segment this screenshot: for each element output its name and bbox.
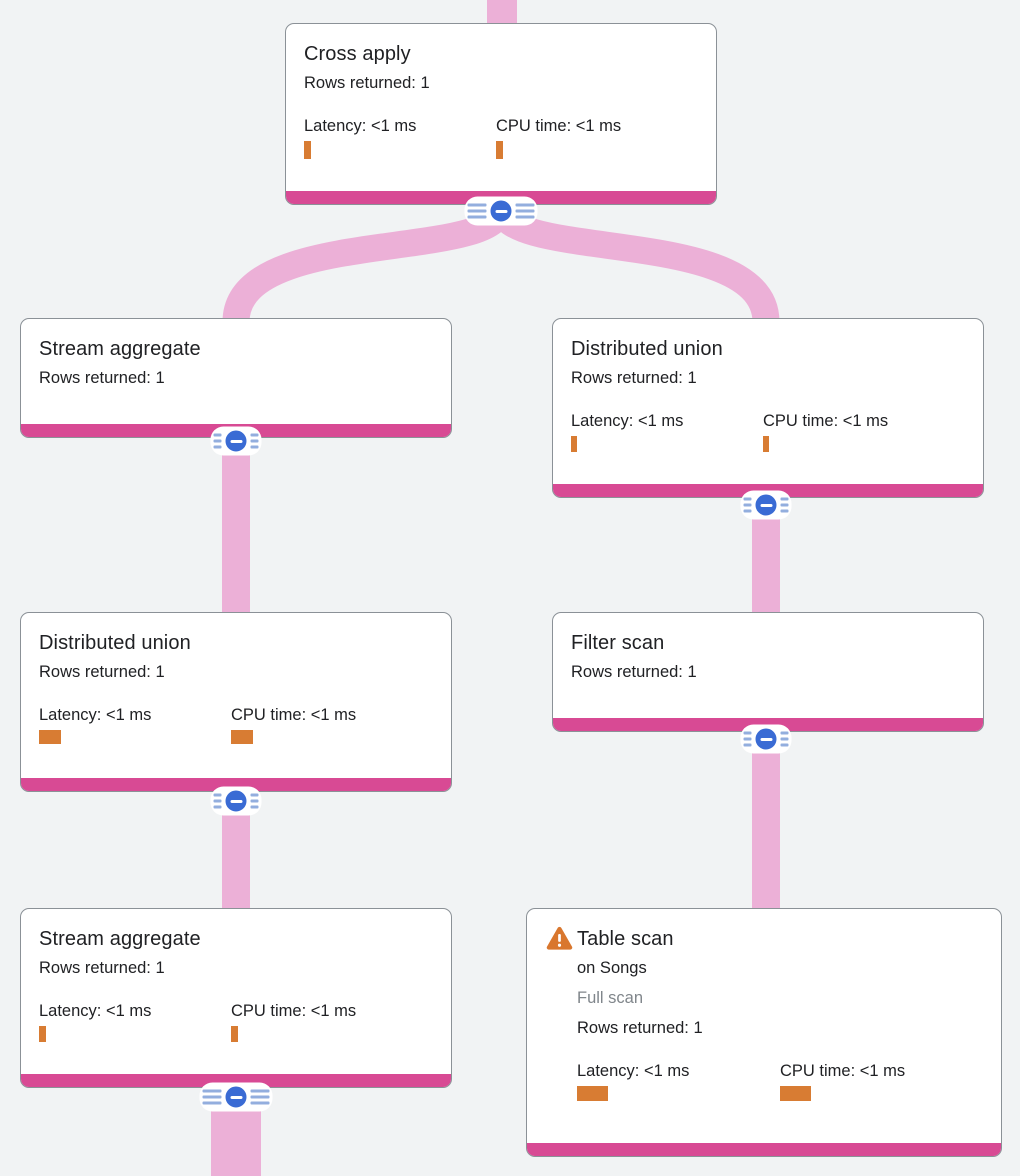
node-title: Table scan <box>577 928 674 950</box>
edge-stripes-left <box>743 497 752 513</box>
cpu-bar <box>780 1086 811 1101</box>
collapse-button-filter-scan[interactable] <box>740 724 792 754</box>
collapse-button-stream-aggregate[interactable] <box>210 426 262 456</box>
edge-stream-aggregate-to-distributed-union <box>222 434 250 616</box>
collapse-button-distributed-union[interactable] <box>740 490 792 520</box>
edge-stripes-right <box>515 203 535 219</box>
collapse-minus-icon <box>753 492 779 518</box>
node-title: Distributed union <box>39 632 191 654</box>
cpu-metric: CPU time: <1 ms <box>496 115 688 159</box>
edge-stripes-right <box>780 731 789 747</box>
cpu-bar <box>231 730 253 744</box>
latency-bar <box>577 1086 608 1101</box>
node-title: Cross apply <box>304 43 411 65</box>
plan-node-cross-apply[interactable]: Cross apply Rows returned: 1 Latency: <1… <box>285 23 717 205</box>
edge-stripes-left <box>213 433 222 449</box>
edge-stripes-right <box>250 793 259 809</box>
rows-returned: Rows returned: 1 <box>571 663 697 681</box>
rows-returned: Rows returned: 1 <box>39 959 165 977</box>
latency-bar <box>304 141 311 159</box>
collapse-minus-icon <box>223 1084 249 1110</box>
node-title: Filter scan <box>571 632 665 654</box>
latency-bar <box>39 730 61 744</box>
edge-stripes-left <box>743 731 752 747</box>
node-accent-bar <box>21 1074 451 1087</box>
scan-target: on Songs <box>577 959 647 977</box>
cpu-metric: CPU time: <1 ms <box>780 1060 983 1101</box>
collapse-minus-icon <box>753 726 779 752</box>
scan-type: Full scan <box>577 989 644 1007</box>
collapse-button-distributed-union[interactable] <box>210 786 262 816</box>
rows-returned: Rows returned: 1 <box>304 74 430 92</box>
warning-icon <box>546 926 573 950</box>
edge-filter-scan-to-table-scan <box>752 728 780 912</box>
node-title: Stream aggregate <box>39 928 201 950</box>
edge-stripes-left <box>467 203 487 219</box>
collapse-minus-icon <box>223 428 249 454</box>
edge-cross-apply-to-stream-aggregate <box>222 203 515 324</box>
node-accent-bar <box>527 1143 1001 1156</box>
plan-node-distributed-union[interactable]: Distributed union Rows returned: 1 Laten… <box>552 318 984 498</box>
latency-metric: Latency: <1 ms <box>577 1060 780 1101</box>
plan-node-stream-aggregate[interactable]: Stream aggregate Rows returned: 1 <box>20 318 452 438</box>
edge-cross-apply-to-distributed-union <box>487 203 780 324</box>
rows-returned: Rows returned: 1 <box>39 369 165 387</box>
latency-bar <box>571 436 577 452</box>
plan-node-table-scan[interactable]: Table scan on Songs Full scan Rows retur… <box>526 908 1002 1157</box>
cpu-metric: CPU time: <1 ms <box>231 1000 423 1042</box>
latency-metric: Latency: <1 ms <box>571 410 763 452</box>
cpu-metric: CPU time: <1 ms <box>763 410 955 452</box>
edge-into-cross-apply <box>487 0 517 24</box>
rows-returned: Rows returned: 1 <box>577 1019 703 1037</box>
latency-metric: Latency: <1 ms <box>39 704 231 744</box>
plan-node-distributed-union[interactable]: Distributed union Rows returned: 1 Laten… <box>20 612 452 792</box>
cpu-bar <box>496 141 503 159</box>
rows-returned: Rows returned: 1 <box>571 369 697 387</box>
collapse-minus-icon <box>488 198 514 224</box>
cpu-bar <box>763 436 769 452</box>
latency-metric: Latency: <1 ms <box>304 115 496 159</box>
edge-stripes-right <box>250 433 259 449</box>
collapse-button-stream-aggregate[interactable] <box>199 1082 273 1112</box>
node-accent-bar <box>21 778 451 791</box>
latency-bar <box>39 1026 46 1042</box>
edge-stripes-right <box>250 1089 270 1105</box>
edge-stripes-right <box>780 497 789 513</box>
latency-metric: Latency: <1 ms <box>39 1000 231 1042</box>
node-title: Distributed union <box>571 338 723 360</box>
cpu-bar <box>231 1026 238 1042</box>
collapse-minus-icon <box>223 788 249 814</box>
edge-stripes-left <box>202 1089 222 1105</box>
plan-node-stream-aggregate[interactable]: Stream aggregate Rows returned: 1 Latenc… <box>20 908 452 1088</box>
plan-node-filter-scan[interactable]: Filter scan Rows returned: 1 <box>552 612 984 732</box>
rows-returned: Rows returned: 1 <box>39 663 165 681</box>
edge-stripes-left <box>213 793 222 809</box>
collapse-button-cross-apply[interactable] <box>464 196 538 226</box>
cpu-metric: CPU time: <1 ms <box>231 704 423 744</box>
node-title: Stream aggregate <box>39 338 201 360</box>
